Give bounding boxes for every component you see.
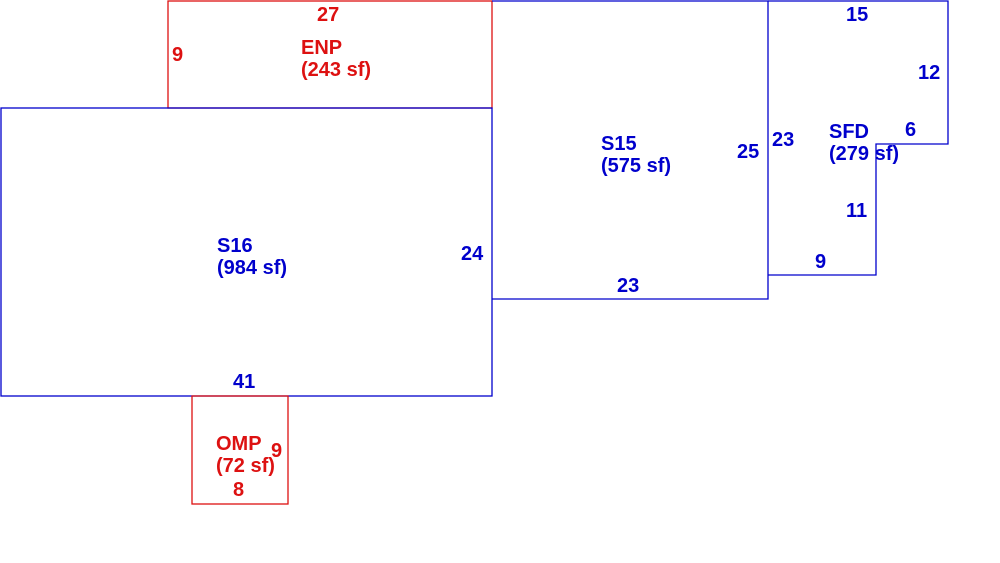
s16-name: S16 [217, 235, 253, 257]
s16-dim-bottom: 41 [233, 371, 255, 393]
s15-area: (575 sf) [601, 155, 671, 177]
sfd-dim-left: 23 [772, 129, 794, 151]
sfd-dim-bottom: 9 [815, 251, 826, 273]
s16-dim-right: 24 [461, 243, 484, 265]
omp-name: OMP [216, 433, 262, 455]
sfd-dim-notch-top: 6 [905, 119, 916, 141]
sfd-dim-top: 15 [846, 4, 868, 26]
enp-dim-top: 27 [317, 4, 339, 26]
sfd-dim-notch-side: 11 [846, 200, 867, 222]
sfd-dim-right: 12 [918, 62, 940, 84]
sfd-name: SFD [829, 121, 869, 143]
s15-outline [492, 0, 769, 300]
s15-dim-bottom: 23 [617, 275, 639, 297]
omp-outline [191, 395, 289, 505]
s15-dim-right: 25 [737, 141, 759, 163]
omp-dim-bottom: 8 [233, 479, 244, 501]
s16-area: (984 sf) [217, 257, 287, 279]
enp-dim-left: 9 [172, 44, 183, 66]
enp-area: (243 sf) [301, 59, 371, 81]
sfd-area: (279 sf) [829, 143, 899, 165]
omp-dim-right: 9 [271, 440, 282, 462]
s15-name: S15 [601, 133, 637, 155]
omp-area: (72 sf) [216, 455, 275, 477]
enp-name: ENP [301, 37, 342, 59]
sfd-outline [768, 0, 949, 276]
